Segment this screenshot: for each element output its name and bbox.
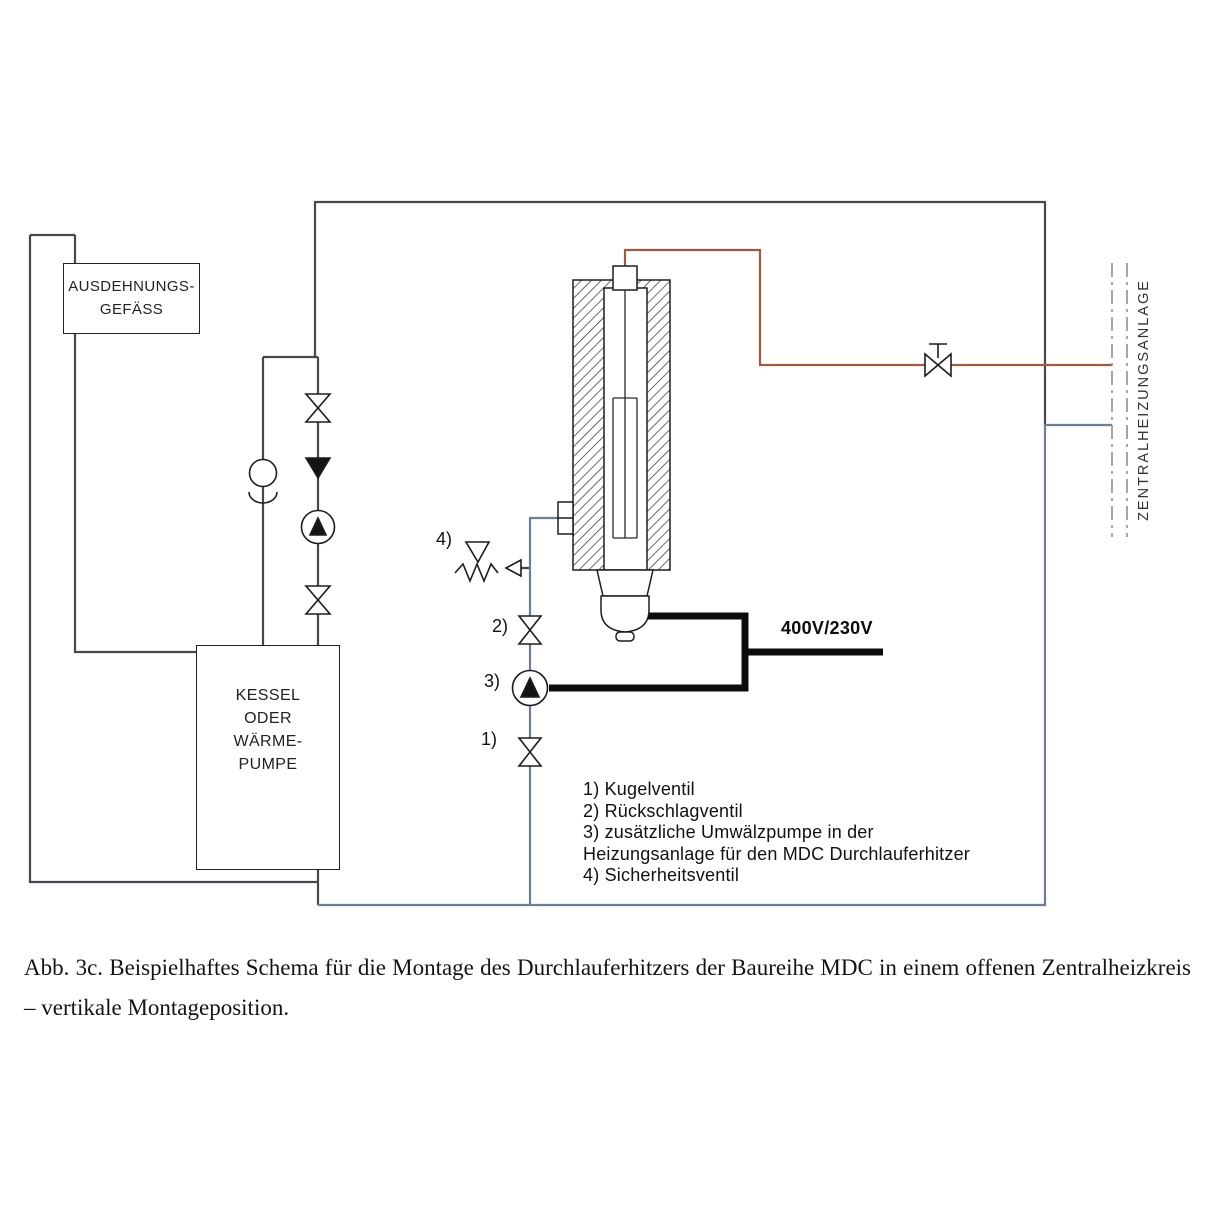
check-valve — [517, 615, 543, 632]
callout-pump: 3) — [484, 671, 501, 691]
boiler-circuit-pipes — [28, 200, 1047, 905]
legend-line-2: 2) Rückschlagventil — [583, 800, 743, 821]
expansion-vessel-label-line2: GEFÄSS — [99, 300, 164, 318]
heating-element — [612, 290, 638, 539]
safety-valve-outlet-arrow — [504, 558, 522, 578]
heater-inlet-fitting — [557, 501, 574, 535]
heater-bottom-cap — [596, 569, 654, 642]
safety-valve-body — [464, 541, 491, 564]
figure-caption: Abb. 3c. Beispielhaftes Schema für die M… — [24, 955, 1191, 1020]
voltage-label: 400V/230V — [781, 618, 873, 638]
return-line — [318, 423, 1112, 907]
boiler-label-line1: KESSEL — [235, 686, 301, 704]
supply-line — [623, 248, 1112, 367]
legend-line-4: Heizungsanlage für den MDC Durchlauferhi… — [583, 843, 970, 864]
legend-line-1: 1) Kugelventil — [583, 779, 695, 799]
boiler-box: KESSEL ODER WÄRME- PUMPE — [196, 645, 340, 870]
vent-triangle — [304, 457, 332, 480]
boiler-column-fittings — [248, 393, 336, 615]
callout-check-valve: 2) — [492, 616, 509, 636]
boiler-label-line2: ODER — [244, 709, 292, 727]
boiler-valve-top — [304, 393, 332, 410]
safety-valve-spring — [454, 561, 499, 584]
heater-top-fitting — [612, 265, 638, 291]
legend-line-5: 4) Sicherheitsventil — [583, 865, 740, 885]
ball-valve — [517, 737, 543, 754]
boiler-label-line3: WÄRME- — [233, 733, 303, 750]
heater-column-fittings — [454, 541, 549, 767]
boiler-label-line4: PUMPE — [238, 756, 298, 774]
water-heater — [557, 265, 671, 642]
legend: 1) Kugelventil 2) Rückschlagventil 3) zu… — [583, 779, 970, 887]
central-heating-label: ZENTRALHEIZUNGSANLAGE — [1136, 279, 1152, 521]
callout-safety-valve: 4) — [436, 529, 453, 549]
expansion-vessel-label-line1: AUSDEHNUNGS- — [68, 278, 195, 295]
boiler-valve-bottom — [304, 585, 332, 602]
legend-line-3: 3) zusätzliche Umwälzpumpe in der — [583, 822, 874, 842]
supply-shutoff-valve — [924, 343, 952, 378]
central-heating-boundary — [1111, 263, 1128, 537]
expansion-vessel-box: AUSDEHNUNGS- GEFÄSS — [63, 263, 200, 334]
power-cable — [549, 612, 883, 692]
callout-ball-valve: 1) — [481, 729, 498, 749]
gauge-icon — [248, 458, 278, 488]
